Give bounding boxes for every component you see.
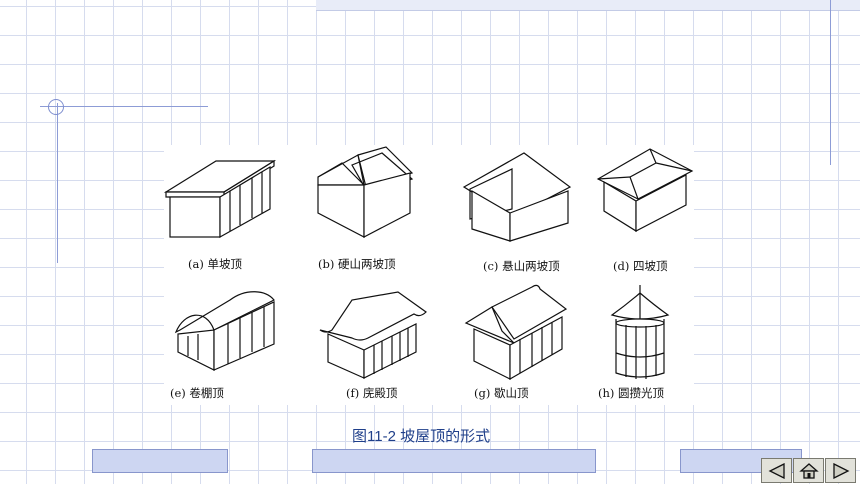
slide-navigation <box>761 458 856 483</box>
caption-g: (g) 歇山顶 <box>474 386 529 400</box>
caption-b: (b) 硬山两坡顶 <box>318 257 396 271</box>
caption-d: (d) 四坡顶 <box>613 259 668 273</box>
bottom-bar-left <box>92 449 228 473</box>
caption-f: (f) 庑殿顶 <box>346 386 398 400</box>
roof-illustration-h <box>610 285 670 379</box>
figure-title: 图11-2 坡屋顶的形式 <box>352 428 491 445</box>
top-header-bar <box>316 0 860 11</box>
caption-e: (e) 卷棚顶 <box>170 386 224 400</box>
roof-illustration-f <box>319 291 427 379</box>
roof-illustration-a <box>164 159 277 239</box>
roof-illustration-e <box>174 291 275 371</box>
roof-figure: (a) 单坡顶 (b) 硬山两坡顶 (c) 悬山两坡顶 (d) 四坡顶 (e) … <box>164 145 694 405</box>
bottom-bar-center <box>312 449 596 473</box>
previous-icon[interactable] <box>761 458 792 483</box>
roof-illustration-d <box>596 148 694 232</box>
home-icon[interactable] <box>793 458 824 483</box>
caption-a: (a) 单坡顶 <box>188 257 242 271</box>
roof-illustration-g <box>464 284 568 381</box>
caption-h: (h) 圆攒光顶 <box>598 386 665 400</box>
roof-illustration-c <box>462 152 572 242</box>
caption-c: (c) 悬山两坡顶 <box>483 259 560 273</box>
next-icon[interactable] <box>825 458 856 483</box>
roof-illustration-b <box>317 146 414 238</box>
